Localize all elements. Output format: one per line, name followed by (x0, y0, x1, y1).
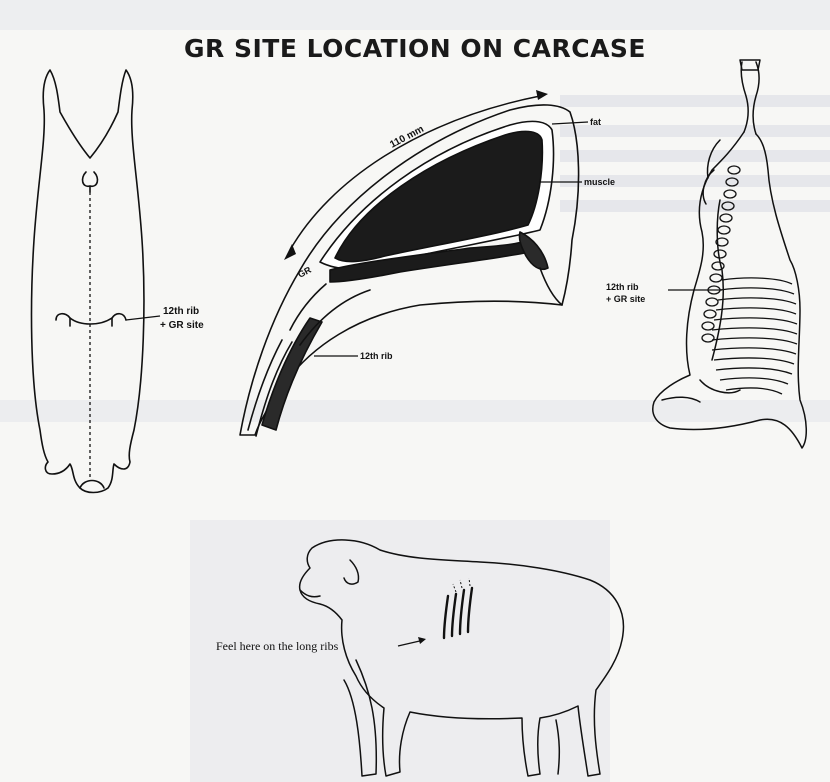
rib-marks (444, 588, 472, 638)
sheep-instruction: Feel here on the long ribs (216, 639, 339, 653)
sheep-body-outline (300, 540, 624, 776)
